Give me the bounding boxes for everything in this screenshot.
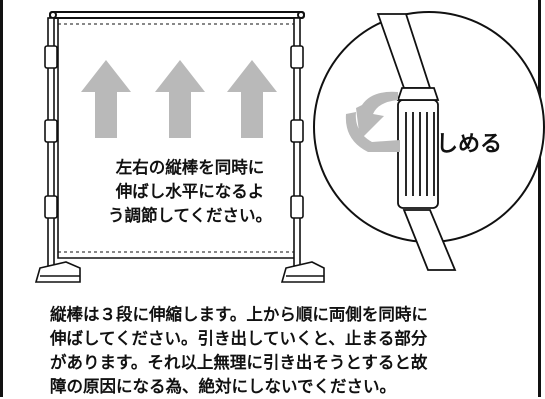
up-arrow-icon — [227, 60, 277, 138]
tighten-label: しめる — [436, 132, 503, 157]
top-bar — [49, 11, 305, 19]
left-border — [0, 0, 3, 397]
up-arrow-icon — [81, 60, 131, 138]
rotate-arrow-icon — [345, 91, 400, 152]
left-foot — [34, 261, 81, 283]
backdrop-stand-illustration — [34, 11, 545, 283]
detail-callout — [313, 11, 545, 271]
usage-notes: 縦棒は３段に伸縮します。上から順に両側を同時に 伸ばしてください。引き出していく… — [50, 305, 428, 396]
right-border — [538, 0, 541, 397]
right-pole — [290, 17, 304, 267]
right-foot — [280, 261, 325, 283]
adjustment-instruction: 左右の縦棒を同時に 伸ばし水平になるよ う調節してください。 — [107, 158, 272, 225]
up-arrow-icon — [155, 60, 205, 138]
left-pole — [44, 17, 58, 267]
